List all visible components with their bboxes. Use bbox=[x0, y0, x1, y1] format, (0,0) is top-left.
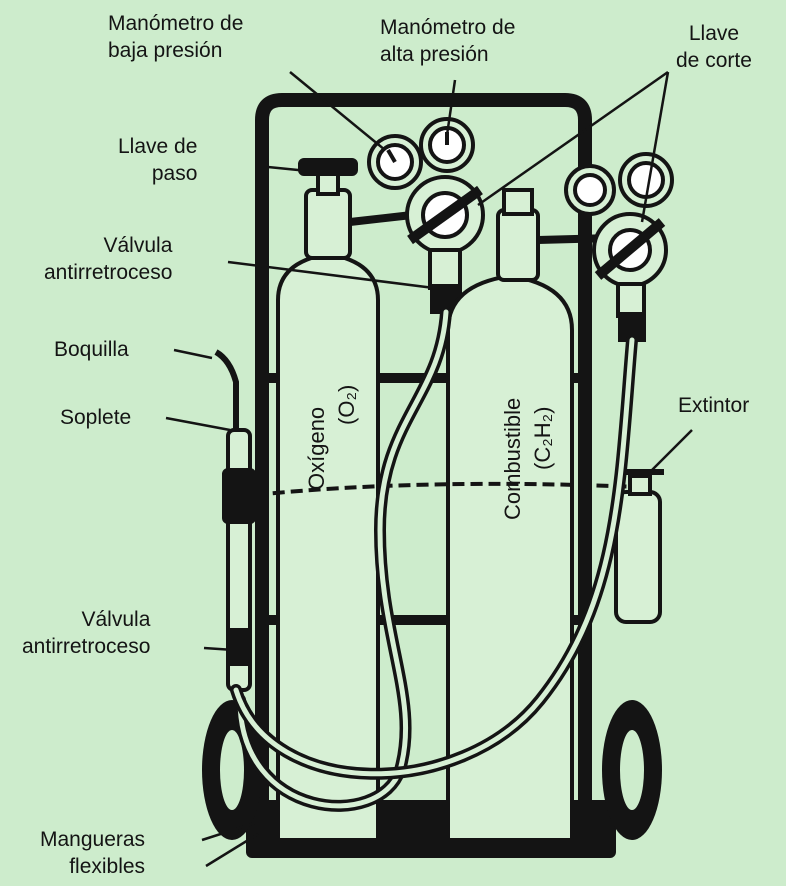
label-flexible-hoses: Mangueras flexibles bbox=[40, 826, 145, 880]
label-line: Manómetro de bbox=[108, 10, 243, 37]
torch bbox=[216, 352, 254, 690]
label-nozzle: Boquilla bbox=[54, 336, 129, 363]
label-high-pressure-gauge: Manómetro de alta presión bbox=[380, 14, 515, 68]
oxygen-label: Oxígeno bbox=[304, 407, 329, 490]
label-line: Válvula bbox=[44, 232, 172, 259]
label-line: antirretroceso bbox=[44, 259, 172, 286]
label-torch: Soplete bbox=[60, 404, 131, 431]
fuel-label: Combustible bbox=[500, 398, 525, 520]
label-line: de corte bbox=[676, 47, 752, 74]
label-line: Llave bbox=[676, 20, 752, 47]
label-line: flexibles bbox=[40, 853, 145, 880]
wheel-right bbox=[602, 700, 662, 840]
label-line: Válvula bbox=[22, 606, 150, 633]
label-line: Manómetro de bbox=[380, 14, 515, 41]
label-check-valve-top: Válvula antirretroceso bbox=[44, 232, 172, 286]
oxygen-formula: (O₂) bbox=[334, 385, 359, 425]
oxygen-cylinder bbox=[278, 160, 378, 840]
label-check-valve-bottom: Válvula antirretroceso bbox=[22, 606, 150, 660]
label-line: paso bbox=[118, 160, 197, 187]
label-line: baja presión bbox=[108, 37, 243, 64]
label-line: alta presión bbox=[380, 41, 515, 68]
label-extinguisher: Extintor bbox=[678, 392, 749, 419]
label-line: Mangueras bbox=[40, 826, 145, 853]
label-shutoff-valve: Llave de corte bbox=[676, 20, 752, 74]
label-pass-valve: Llave de paso bbox=[118, 133, 197, 187]
fuel-formula: (C₂H₂) bbox=[530, 406, 555, 470]
label-line: Llave de bbox=[118, 133, 197, 160]
label-line: antirretroceso bbox=[22, 633, 150, 660]
label-low-pressure-gauge: Manómetro de baja presión bbox=[108, 10, 243, 64]
